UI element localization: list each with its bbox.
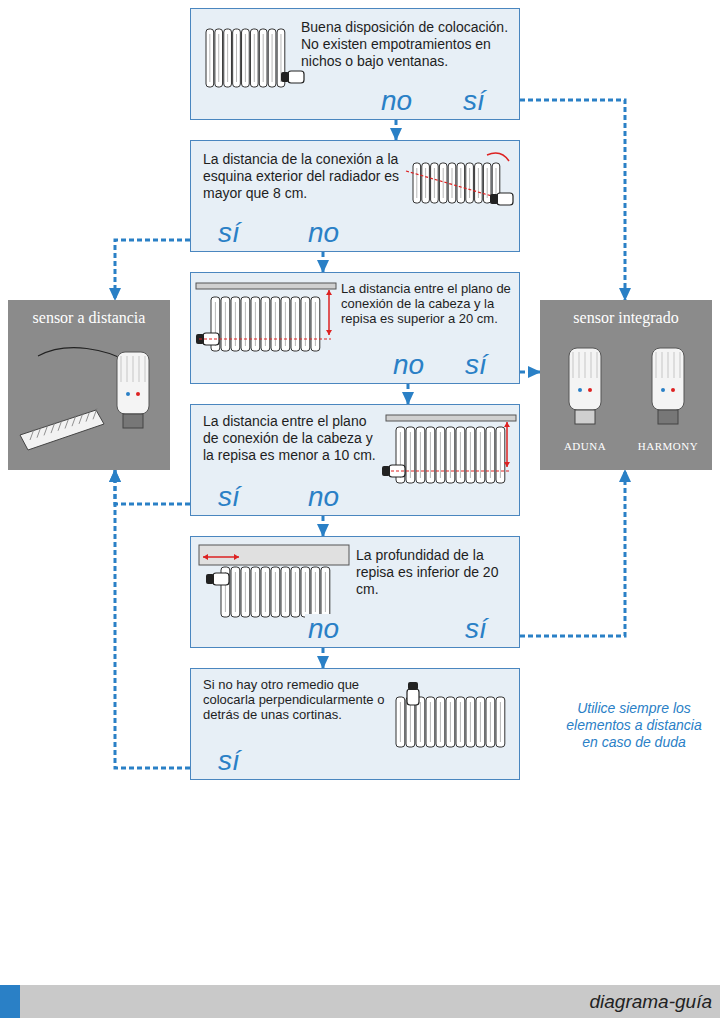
text-slot: La profundidad de la repisa es inferior …: [356, 547, 514, 598]
edge-label: sí: [462, 350, 490, 380]
footer-title: diagrama-guía: [589, 990, 712, 1013]
text-slot: La distancia entre el plano de conexión …: [341, 281, 516, 326]
text-slot: La distancia de la conexión a la esquina…: [203, 151, 408, 202]
dashed-connector: [322, 516, 325, 536]
dashed-connector: [520, 371, 540, 374]
text-slot: La distancia entre el plano de conexión …: [203, 413, 381, 464]
box-heading: sensor a distancia: [12, 308, 166, 327]
advice-note: Utilice siempre los elementos a distanci…: [560, 700, 708, 751]
dashed-connector: [115, 240, 190, 300]
sensor-box: sensor integradoADUNA HARMONY: [540, 300, 712, 470]
text-slot: sensor a distancia: [12, 308, 166, 327]
edge-label: sí: [215, 218, 243, 248]
text-slot: Si no hay otro remedio que colocarla per…: [203, 677, 385, 722]
edge-label: sí: [460, 86, 488, 116]
box-text: La distancia de la conexión a la esquina…: [203, 151, 408, 202]
edge-label: sí: [215, 746, 243, 776]
box-text: La distancia entre el plano de conexión …: [203, 413, 381, 464]
dashed-connector: [520, 100, 625, 300]
text-slot: sensor integrado: [544, 308, 708, 327]
product-name: HARMONY: [628, 440, 708, 452]
box-heading: sensor integrado: [544, 308, 708, 327]
dashed-connector: [322, 252, 325, 272]
dashed-connector: [115, 470, 190, 504]
edge-label: no: [378, 86, 415, 116]
box-text: Si no hay otro remedio que colocarla per…: [203, 677, 385, 722]
edge-label: sí: [462, 614, 490, 644]
footer-square: [0, 985, 20, 1018]
box-text: Buena disposición de colocación. No exis…: [301, 19, 511, 70]
dashed-connector: [407, 384, 410, 404]
dashed-connector: [395, 120, 398, 140]
text-slot: HARMONY: [628, 440, 708, 452]
dashed-connector: [520, 470, 625, 636]
text-slot: ADUNA: [552, 440, 618, 452]
box-text: La distancia entre el plano de conexión …: [341, 281, 516, 326]
dashed-connector: [115, 470, 190, 768]
dashed-connector: [322, 648, 325, 668]
sensor-box: sensor a distancia: [8, 300, 170, 470]
text-slot: Buena disposición de colocación. No exis…: [301, 19, 511, 70]
edge-label: sí: [215, 482, 243, 512]
box-text: La profundidad de la repisa es inferior …: [356, 547, 514, 598]
edge-label: no: [305, 614, 342, 644]
edge-label: no: [305, 482, 342, 512]
product-name: ADUNA: [552, 440, 618, 452]
edge-label: no: [305, 218, 342, 248]
edge-label: no: [390, 350, 427, 380]
